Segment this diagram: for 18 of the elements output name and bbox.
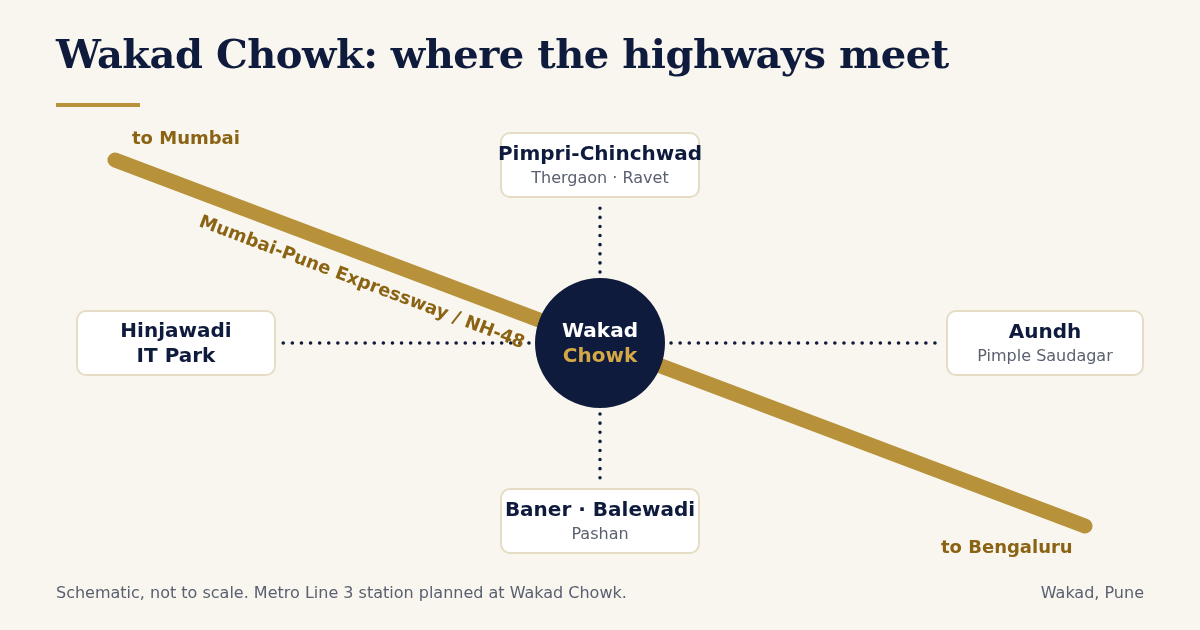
junction-name: Wakad (562, 318, 638, 343)
area-box (500, 132, 700, 198)
area-box (76, 310, 276, 376)
direction-label: to Mumbai (132, 127, 240, 148)
area-subtitle: Pashan (571, 522, 629, 545)
area-box (500, 488, 700, 554)
area-subtitle: Pimple Saudagar (977, 344, 1113, 367)
direction-label: to Bengaluru (941, 536, 1073, 557)
title: Wakad Chowk: where the highways meet (56, 30, 949, 77)
area-name: Aundh (1008, 318, 1082, 344)
footnote: Schematic, not to scale. Metro Line 3 station planned at Wakad Chowk. (56, 583, 627, 602)
location-note: Wakad, Pune (1040, 583, 1144, 602)
area-name: Hinjawadi IT Park (119, 318, 233, 368)
area-subtitle: Thergaon · Ravet (531, 166, 669, 189)
area-box (946, 310, 1144, 376)
area-name: Baner · Balewadi (504, 496, 696, 522)
area-name: Pimpri-Chinchwad (497, 140, 703, 166)
junction-name: Chowk (562, 343, 638, 368)
